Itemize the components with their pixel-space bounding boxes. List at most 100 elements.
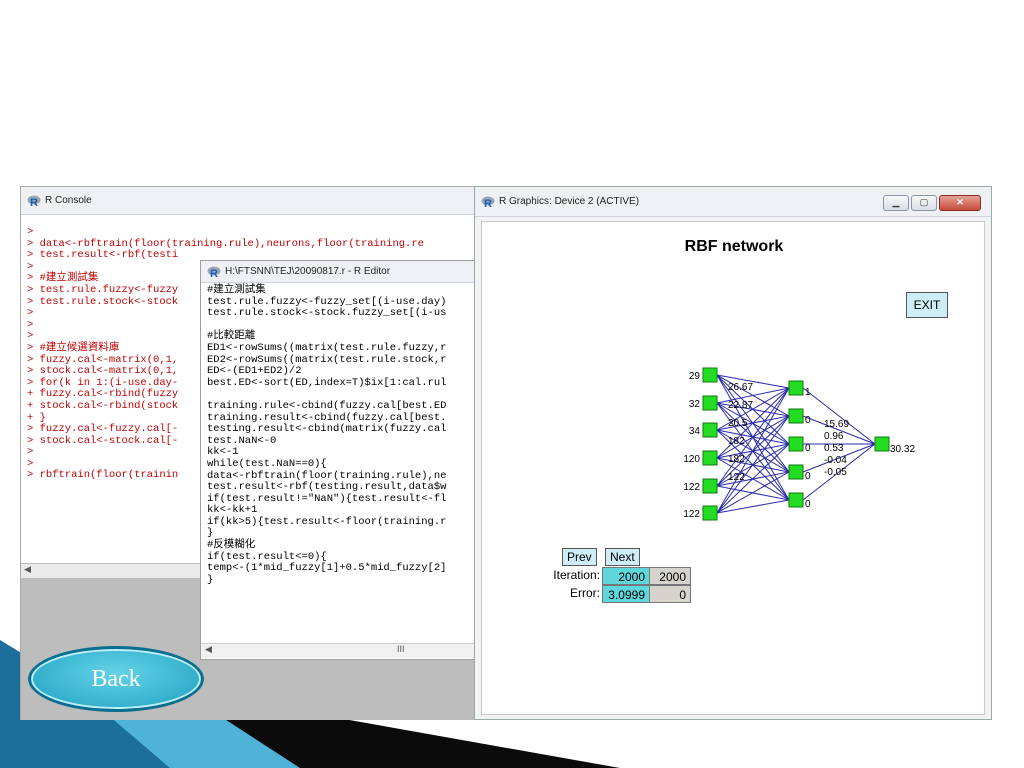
error-target: 0 [649,585,691,603]
input-hidden-link [716,471,790,514]
editor-title: H:\FTSNN\TEJ\20090817.r - R Editor [225,266,391,277]
cluster-label: 20.5 [728,418,748,429]
hidden-output-link [802,415,876,445]
input-node [702,395,718,411]
hidden-node [788,492,804,508]
hidden-node [788,464,804,480]
output-weight-label: -0.05 [824,467,847,478]
editor-scrollbar[interactable]: ◀ III [201,643,489,658]
console-line: > #建立測試集 [27,272,99,285]
input-hidden-link [716,387,790,431]
svg-text:R: R [210,268,218,279]
console-line: > test.result<-rbf(testi [27,249,179,262]
close-icon[interactable]: ✕ [939,195,981,211]
console-line: > #建立候選資料庫 [27,341,120,354]
console-line: > [27,457,34,470]
editor-line: best.ED<-sort(ED,index=T)$ix[1:cal.rul [207,376,447,389]
console-line: > [27,226,34,238]
input-label: 120 [683,454,700,465]
minimize-icon[interactable]: ▁ [883,195,909,211]
hidden-node [788,408,804,424]
console-line: > [27,330,34,343]
editor-line: testing.result<-cbind(matrix(fuzzy.cal [207,423,447,436]
next-button[interactable]: Next [605,548,640,566]
cluster-label: 122 [728,472,745,483]
iteration-max: 2000 [649,567,691,585]
input-hidden-link [716,443,790,514]
scroll-left-icon[interactable]: ◀ [24,564,31,574]
r-editor-window[interactable]: R H:\FTSNN\TEJ\20090817.r - R Editor #建立… [200,260,490,660]
editor-line: training.result<-cbind(fuzzy.cal[best. [207,411,447,424]
console-line: > fuzzy.cal<-matrix(0,1, [27,353,179,366]
console-line: > [27,260,34,273]
console-line: > for(k in 1:(i-use.day- [27,376,179,389]
console-line: > test.rule.fuzzy<-fuzzy [27,283,179,296]
iteration-value: 2000 [602,567,650,585]
svg-text:R: R [30,197,38,208]
r-logo-icon: R [481,195,495,210]
input-label: 122 [683,509,700,520]
editor-line: test.result<-rbf(testing.result,data$w [207,481,447,494]
input-label: 29 [689,371,701,382]
output-weight-label: 0.53 [824,443,844,454]
console-line: > stock.cal<-matrix(0,1, [27,365,179,378]
editor-titlebar[interactable]: R H:\FTSNN\TEJ\20090817.r - R Editor [201,261,489,283]
console-line: > [27,318,34,331]
input-hidden-link [716,374,790,389]
editor-line: kk<-1 [207,446,239,459]
input-node [702,450,718,466]
prev-button[interactable]: Prev [562,548,597,566]
hidden-output-link [802,443,876,501]
r-logo-icon: R [207,265,221,280]
scroll-left-icon[interactable]: ◀ [205,644,212,654]
editor-line: kk<-kk+1 [207,504,258,517]
cluster-label: 22.87 [728,400,753,411]
hidden-output-link [802,443,876,473]
editor-line: } [207,527,214,540]
console-titlebar[interactable]: R R Console [21,187,489,215]
input-hidden-link [716,415,790,514]
editor-line: #建立測試集 [207,284,266,296]
editor-line: } [207,573,214,586]
r-graphics-window[interactable]: R R Graphics: Device 2 (ACTIVE) ▁ ▢ ✕ RB… [474,186,992,720]
back-button[interactable]: Back [28,646,204,712]
input-node [702,422,718,438]
console-line: > [27,307,34,320]
input-hidden-link [716,387,790,487]
editor-line: if(test.result!="NaN"){test.result<-fl [207,492,447,505]
exit-button[interactable]: EXIT [906,292,948,318]
error-value: 3.0999 [602,585,650,603]
iteration-label: Iteration: [553,568,600,582]
editor-line: temp<-(1*mid_fuzzy[1]+0.5*mid_fuzzy[2] [207,562,447,575]
maximize-icon[interactable]: ▢ [911,195,937,211]
console-line: + } [27,411,46,424]
rbf-network-diagram: 2932341201221221000026.6722.8720.5182182… [683,367,915,521]
output-weight-label: -0.04 [824,455,847,466]
editor-line: if(test.result<=0){ [207,550,327,563]
input-hidden-link [716,387,790,404]
input-node [702,367,718,383]
editor-line: ED2<-rowSums((matrix(test.rule.stock,r [207,353,447,366]
r-logo-icon: R [27,194,41,209]
hidden-node [788,436,804,452]
console-line: > data<-rbftrain(floor(training.rule),ne… [27,237,424,250]
output-weight-label: 0.96 [824,431,844,442]
console-output[interactable]: >> data<-rbftrain(floor(training.rule),n… [27,226,424,482]
hidden-label: 0 [805,443,811,454]
input-hidden-link [716,499,790,514]
input-label: 32 [689,399,701,410]
editor-line: #反模糊化 [207,539,256,552]
plot-title: RBF network [684,238,784,255]
svg-text:R: R [484,198,492,209]
hidden-label: 0 [805,415,811,426]
console-line: > fuzzy.cal<-fuzzy.cal[- [27,423,179,436]
input-label: 34 [689,426,701,437]
window-controls: ▁ ▢ ✕ [883,195,981,211]
editor-line: test.rule.fuzzy<-fuzzy_set[(i-use.day) [207,295,447,308]
scroll-thumb-grip[interactable]: III [397,644,405,654]
console-scrollbar[interactable]: ◀ [21,563,221,579]
input-node [702,478,718,494]
cluster-label: 26.67 [728,382,753,393]
